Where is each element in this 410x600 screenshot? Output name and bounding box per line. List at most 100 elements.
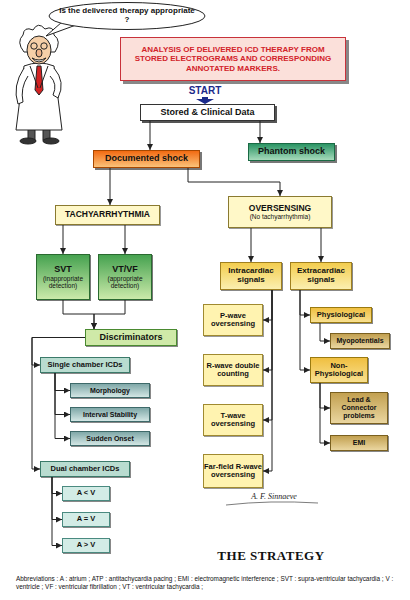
node-text: R-wave double counting — [204, 362, 262, 379]
connector-arrow — [263, 290, 272, 471]
node-text: EMI — [353, 439, 365, 447]
shoe — [43, 138, 59, 144]
criterion-box: Sudden Onset — [70, 431, 150, 446]
connector-arrow — [52, 477, 62, 546]
process-box: Phantom shock — [248, 143, 335, 161]
moustache — [32, 58, 46, 62]
cause-box: Far-field R-wave oversensing — [203, 454, 263, 488]
connector-arrow — [110, 168, 111, 205]
strategy-label: THE STRATEGY — [196, 548, 346, 564]
criterion-box: Interval Stability — [70, 407, 150, 422]
cause-category-box: Physiological — [310, 307, 372, 323]
criterion-box: Morphology — [70, 383, 150, 398]
node-text: A > V — [77, 541, 96, 549]
connector-arrow — [320, 383, 330, 408]
connector-arrow — [150, 121, 151, 150]
glasses — [31, 43, 37, 49]
node-text: Sudden Onset — [86, 435, 133, 443]
node-text: Non-Physiological — [311, 362, 367, 379]
node-text: Is the delivered therapy appropriate ? — [58, 7, 196, 25]
node-text: OVERSENSING — [249, 204, 311, 213]
connector-arrow — [55, 373, 70, 415]
connector-arrow — [320, 383, 330, 443]
shoe — [20, 138, 36, 144]
node-text: Physiological — [317, 311, 365, 319]
cause-box: R-wave double counting — [203, 354, 263, 386]
title-box: ANALYSIS OF DELIVERED ICD THERAPY FROM S… — [120, 37, 346, 81]
node-text: (appropriate detection) — [99, 275, 151, 289]
speech-bubble: Is the delivered therapy appropriate ? — [48, 2, 206, 30]
process-box: Stored & Clinical Data — [140, 104, 275, 121]
connector-arrow — [260, 121, 261, 143]
node-text: Intracardiac signals — [221, 267, 281, 285]
detection-box: SVT(inappropriate detection) — [36, 254, 90, 300]
connector-arrow — [300, 290, 310, 315]
node-text: Documented shock — [105, 154, 188, 164]
node-text: (inappropriate detection) — [37, 275, 89, 289]
cause-category-box: Non-Physiological — [310, 357, 368, 383]
cause-box: T-wave oversensing — [203, 404, 263, 436]
criterion-box: A > V — [62, 538, 110, 553]
connector-arrow — [55, 373, 70, 439]
category-box: TACHYARRHYTHMIA — [55, 205, 160, 225]
connector-arrow — [94, 300, 125, 329]
head — [27, 36, 51, 64]
connector-arrow — [63, 300, 94, 329]
glasses — [41, 43, 47, 49]
connector-arrow — [52, 477, 62, 494]
signal-box: Intracardiac signals — [220, 262, 282, 290]
abbreviations-caption: Abbreviations : A : atrium ; ATP : antit… — [16, 575, 398, 591]
discriminator-box: Discriminators — [85, 329, 177, 346]
start-label: START — [181, 85, 229, 96]
connector-arrow — [320, 323, 330, 341]
node-text: Discriminators — [99, 333, 162, 343]
node-text: A < V — [77, 489, 96, 497]
node-text: Dual chamber ICDs — [51, 465, 120, 473]
cause-box: P-wave oversensing — [203, 304, 263, 336]
chamber-box: Single chamber ICDs — [40, 357, 130, 373]
connector-arrow — [263, 290, 272, 320]
node-text: Far-field R-wave oversensing — [204, 463, 262, 480]
node-text: VT/VF — [112, 265, 138, 275]
cause-box: Myopotentials — [330, 333, 390, 349]
arm — [50, 68, 61, 98]
node-text: Morphology — [90, 387, 130, 395]
chamber-box: Dual chamber ICDs — [40, 461, 130, 477]
criterion-box: A = V — [62, 512, 110, 527]
lab-coat — [16, 63, 62, 130]
cause-box: Lead & Connector problems — [330, 392, 388, 424]
nose — [36, 49, 42, 57]
node-text: Extracardiac signals — [291, 267, 351, 285]
connector-arrow — [188, 168, 280, 196]
tie — [35, 66, 43, 95]
connector-arrow — [125, 225, 126, 254]
node-text: Lead & Connector problems — [331, 396, 387, 419]
node-text: A = V — [77, 515, 96, 523]
start-arrow — [196, 97, 214, 104]
connector-arrow — [52, 477, 62, 520]
node-text: Interval Stability — [83, 411, 137, 419]
node-text: TACHYARRHYTHMIA — [65, 210, 150, 219]
process-box: Documented shock — [93, 150, 200, 168]
detection-box: VT/VF(appropriate detection) — [98, 254, 152, 300]
node-text: (No tachyarrhythmia) — [250, 213, 311, 220]
node-text: Stored & Clinical Data — [160, 108, 254, 118]
cause-box: EMI — [330, 435, 388, 451]
connector-arrow — [321, 228, 322, 262]
node-text: SVT — [54, 265, 72, 275]
lapels — [30, 66, 48, 88]
category-box: OVERSENSING(No tachyarrhythmia) — [228, 196, 332, 228]
connector-arrow — [263, 290, 272, 370]
signal-box: Extracardiac signals — [290, 262, 352, 290]
node-text: Myopotentials — [336, 337, 383, 345]
connector-arrow — [300, 290, 310, 370]
criterion-box: A < V — [62, 486, 110, 501]
node-text: Single chamber ICDs — [47, 361, 122, 369]
node-text: P-wave oversensing — [204, 312, 262, 329]
connector-arrow — [63, 225, 64, 254]
arm — [16, 68, 28, 104]
connector-arrow — [251, 228, 252, 262]
bubble-body — [49, 3, 205, 30]
node-text: Phantom shock — [258, 147, 325, 157]
